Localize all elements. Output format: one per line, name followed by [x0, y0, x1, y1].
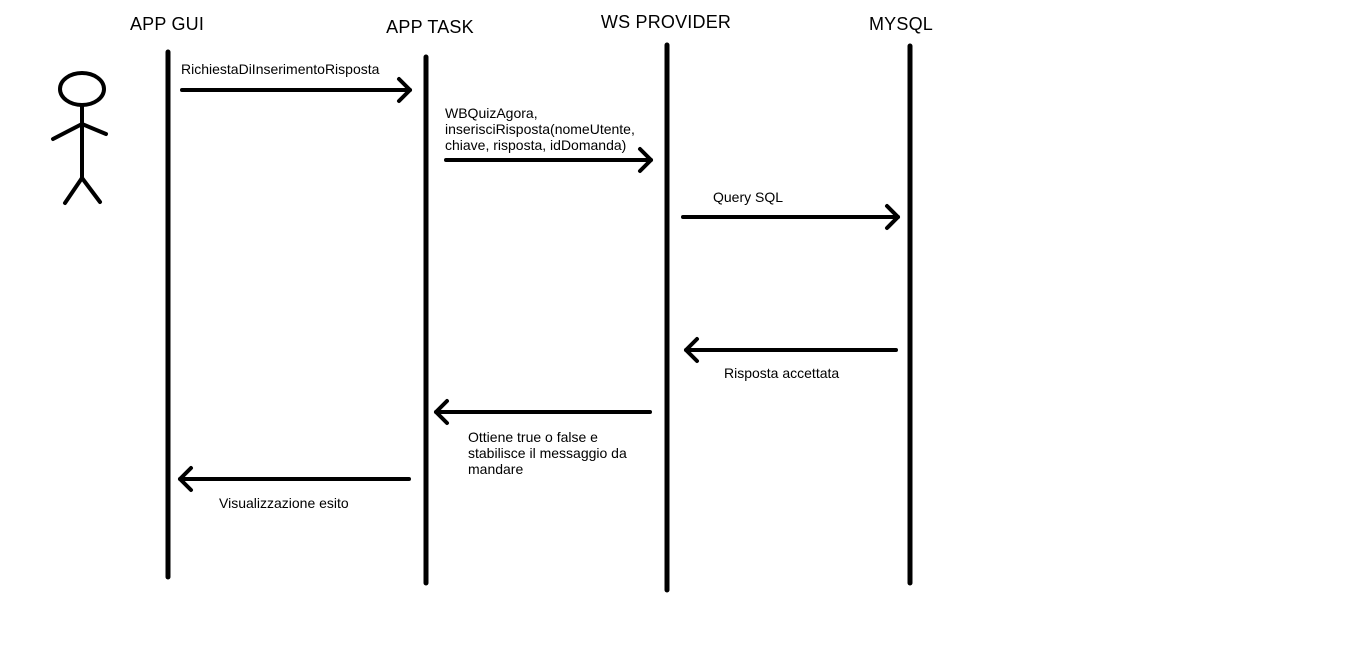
message-label-visualizzazione-esito: Visualizzazione esito — [219, 495, 349, 511]
lane-title-app-gui: APP GUI — [129, 14, 205, 34]
arrow-head — [885, 204, 900, 230]
message-label-line: stabilisce il messaggio da — [468, 445, 627, 461]
message-label-inserisci-risposta: WBQuizAgora, inserisciRisposta(nomeUtent… — [445, 105, 635, 153]
message-label-line: inserisciRisposta(nomeUtente, — [445, 121, 635, 137]
actor-head — [58, 71, 106, 107]
arrow-head — [434, 399, 449, 425]
message-label-line: mandare — [468, 461, 524, 477]
message-label-line: WBQuizAgora, — [445, 105, 538, 121]
message-label-risposta-accettata: Risposta accettata — [724, 365, 839, 381]
message-arrow-ws-provider-to-mysql — [681, 204, 900, 230]
arrow-head — [397, 77, 412, 103]
arrow-head — [178, 466, 193, 492]
message-arrow-app-task-to-app-gui — [178, 466, 411, 492]
lane-title-app-task: APP TASK — [386, 17, 474, 37]
message-label-line: Ottiene true o false e — [468, 429, 598, 445]
arrow-head — [638, 147, 653, 173]
message-label-query-sql: Query SQL — [713, 189, 783, 205]
message-label-line: RichiestaDiInserimentoRisposta — [181, 61, 380, 77]
message-arrow-app-task-to-ws-provider — [444, 147, 653, 173]
message-label-richiesta-inserimento: RichiestaDiInserimentoRisposta — [181, 61, 379, 77]
actor-left-arm — [51, 122, 84, 141]
actor-right-arm — [80, 122, 108, 136]
stick-figure-user-icon — [51, 71, 108, 205]
actor-right-leg — [80, 176, 102, 204]
message-label-line: chiave, risposta, idDomanda) — [445, 137, 627, 153]
message-label-line: Query SQL — [713, 189, 784, 205]
lane-title-mysql: MYSQL — [868, 14, 934, 34]
message-arrow-app-gui-to-app-task — [180, 77, 412, 103]
actor-left-leg — [63, 176, 84, 205]
message-arrow-ws-provider-to-app-task — [434, 399, 652, 425]
message-arrow-mysql-to-ws-provider — [684, 337, 898, 363]
message-label-line: Visualizzazione esito — [219, 495, 349, 511]
message-label-ottiene-true-false: Ottiene true o false e stabilisce il mes… — [468, 429, 627, 477]
message-label-line: Risposta accettata — [724, 365, 840, 381]
arrow-head — [684, 337, 699, 363]
lane-title-ws-provider: WS PROVIDER — [600, 12, 732, 32]
